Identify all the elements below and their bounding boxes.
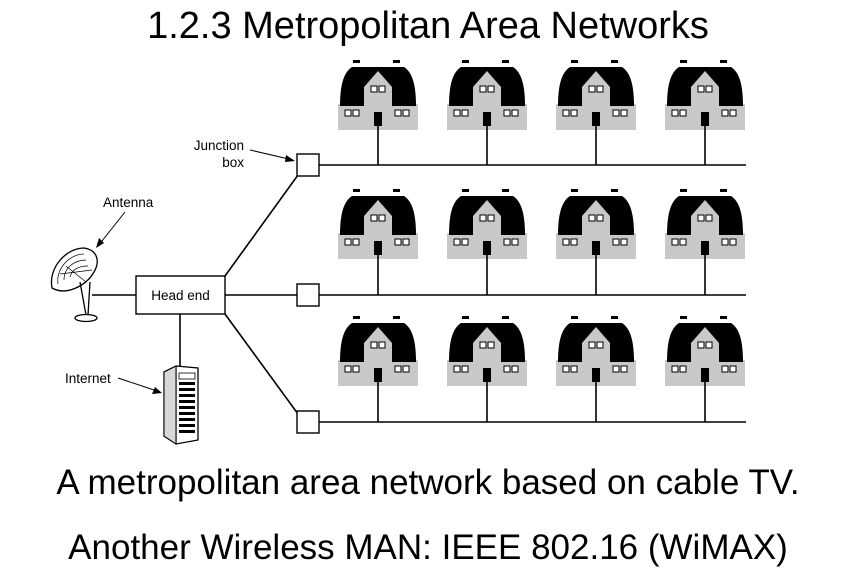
arrowhead-icon: [96, 238, 104, 248]
junction-box: [296, 153, 320, 177]
junction-box-label-line2: box: [222, 155, 244, 170]
house: [337, 315, 419, 387]
house-row-2: [337, 188, 746, 260]
junction-box: [296, 410, 320, 434]
house: [555, 188, 637, 260]
page-title: 1.2.3 Metropolitan Area Networks: [147, 5, 709, 47]
house: [664, 188, 746, 260]
antenna-label: Antenna: [103, 195, 154, 210]
cable-lines: [92, 126, 746, 423]
internet-label: Internet: [65, 371, 111, 386]
arrowhead-icon: [152, 387, 162, 394]
house: [664, 315, 746, 387]
house: [337, 59, 419, 131]
house: [446, 59, 528, 131]
house: [337, 188, 419, 260]
head-end-box: [135, 275, 226, 315]
server-icon: Internet: [65, 365, 199, 445]
head-end-label: Head end: [151, 288, 210, 303]
junction-box: [296, 283, 320, 307]
caption-line-1: A metropolitan area network based on cab…: [56, 463, 800, 502]
caption-line-2: Another Wireless MAN: IEEE 802.16 (WiMAX…: [68, 528, 788, 567]
house-row-3: [337, 315, 746, 387]
antenna-icon: Antenna: [50, 195, 154, 323]
junction-box-label-line1: Junction: [194, 138, 244, 153]
house: [555, 59, 637, 131]
trunk-line-3: [224, 313, 299, 415]
house: [446, 188, 528, 260]
house: [446, 315, 528, 387]
house: [555, 315, 637, 387]
house: [664, 59, 746, 131]
trunk-line-1: [224, 174, 299, 277]
house-row-1: [337, 59, 746, 131]
arrowhead-icon: [285, 155, 295, 162]
